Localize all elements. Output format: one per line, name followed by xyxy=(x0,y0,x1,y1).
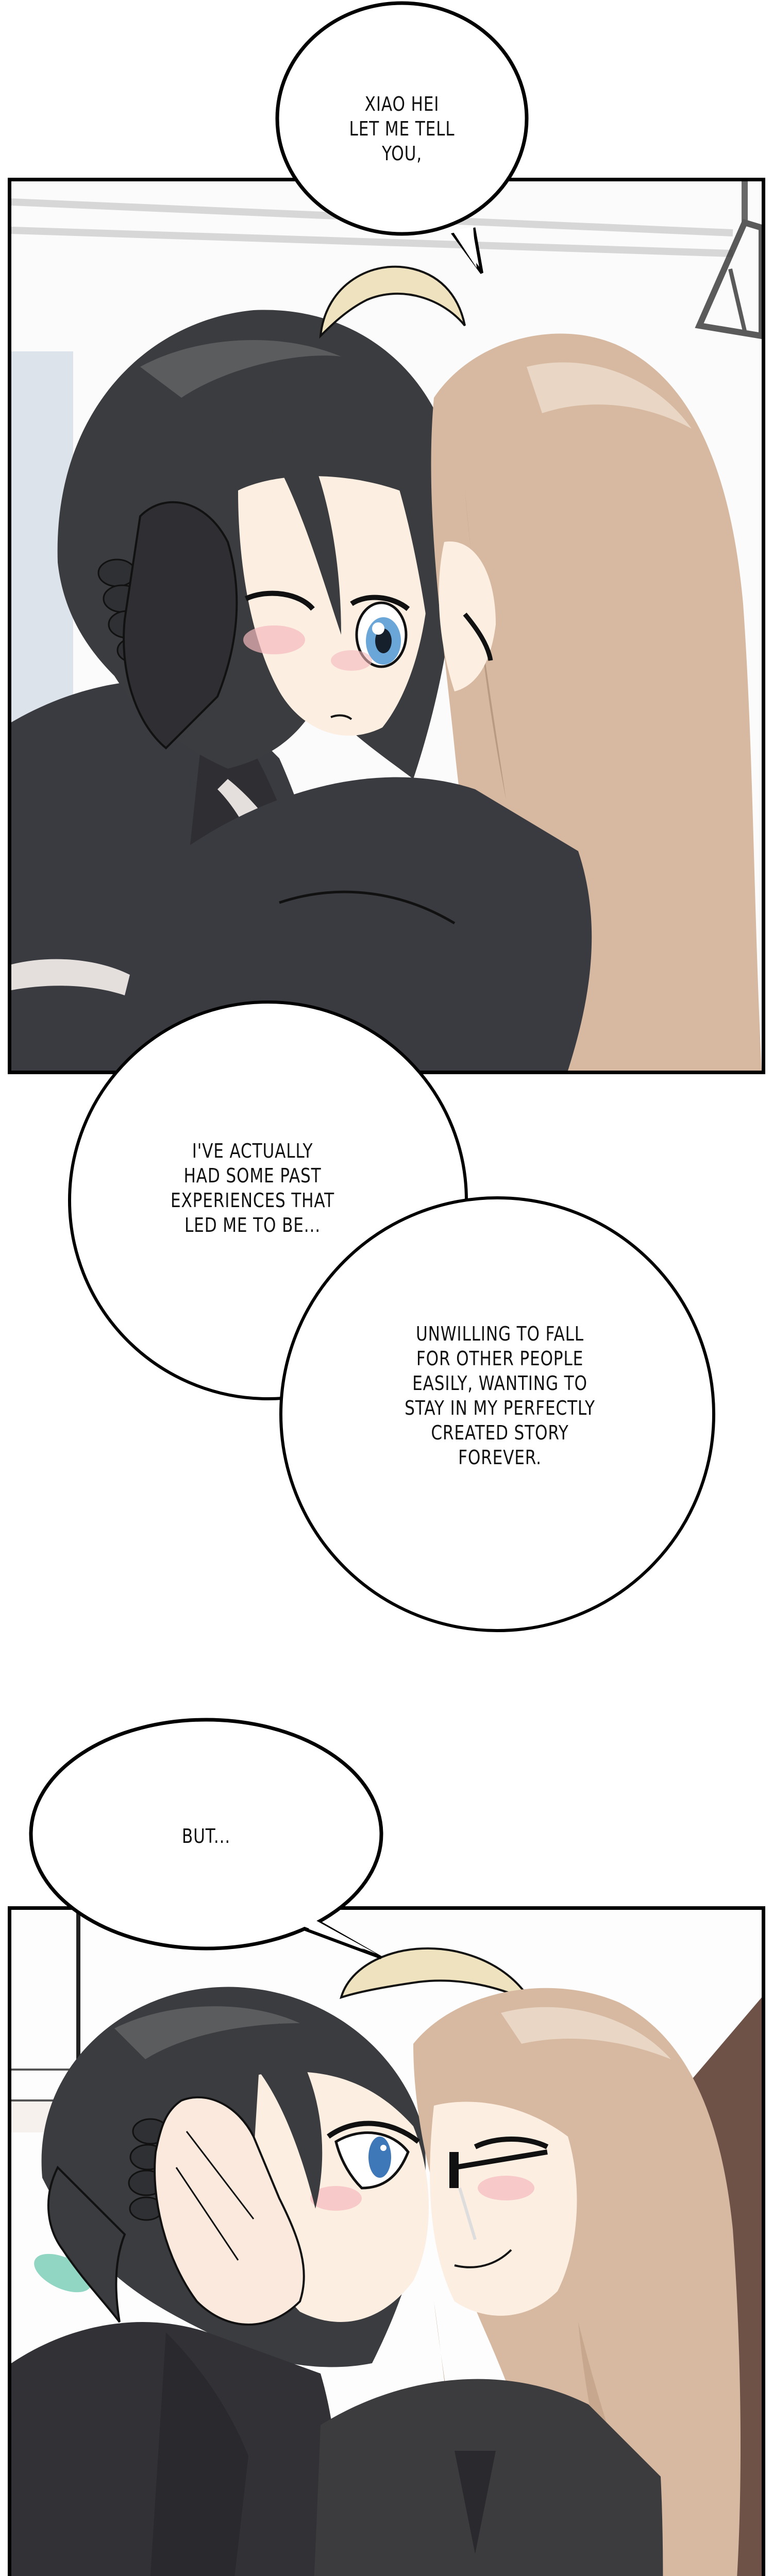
closed-eye-2 xyxy=(463,613,493,661)
closed-eye xyxy=(244,590,315,611)
speech-bubble-4-shape xyxy=(29,1718,383,1959)
speech-bubble-3-shape xyxy=(279,1196,715,1632)
blush-left xyxy=(243,625,305,654)
blush-dark-girl xyxy=(310,2186,362,2211)
speech-bubble-4-text: BUT... xyxy=(181,1825,231,1848)
blush-light-girl xyxy=(478,2176,534,2200)
hand-sleeve xyxy=(123,501,238,750)
mouth xyxy=(330,714,352,720)
ponytail xyxy=(47,2165,126,2323)
speech-bubble-2-text: I'VE ACTUALLY HAD SOME PAST EXPERIENCES … xyxy=(170,1140,335,1236)
light-hair-girl-jacket xyxy=(114,777,592,1071)
speech-bubble-1-text: XIAO HEI LET ME TELL YOU, xyxy=(349,93,455,165)
panel-1-artwork xyxy=(11,181,762,1071)
smile xyxy=(454,2249,512,2268)
speech-bubble-1-shape xyxy=(275,1,529,274)
comic-panel-1 xyxy=(8,178,765,1074)
ahoge xyxy=(319,265,466,339)
blue-eye xyxy=(350,595,410,668)
blush-right xyxy=(331,650,372,671)
hand-covering-face xyxy=(154,2096,305,2326)
pendant-lamp-icon xyxy=(695,181,762,340)
blue-eye xyxy=(327,2121,421,2190)
panel-2-artwork xyxy=(11,1910,762,2576)
glasses-icon xyxy=(449,2149,548,2240)
closed-eye-2 xyxy=(474,2137,549,2149)
shirt-cuff xyxy=(11,959,130,995)
comic-panel-2 xyxy=(8,1906,765,2576)
speech-bubble-3-text: UNWILLING TO FALL FOR OTHER PEOPLE EASIL… xyxy=(405,1323,595,1469)
